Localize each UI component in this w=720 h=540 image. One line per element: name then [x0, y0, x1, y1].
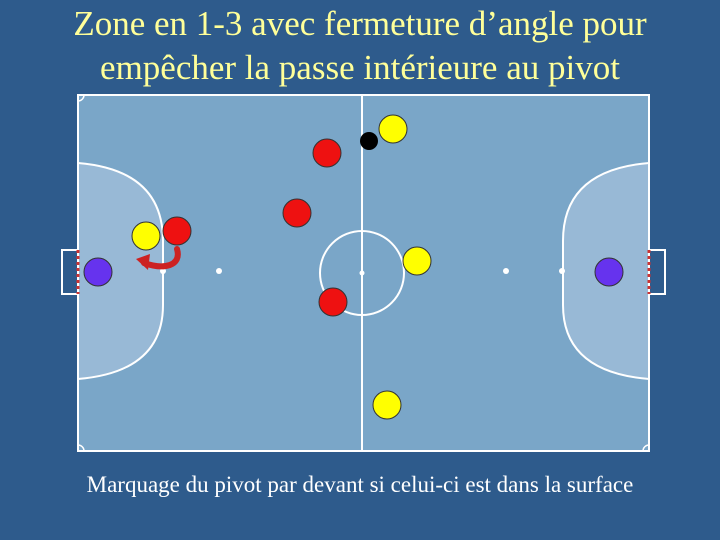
goal-left — [61, 249, 80, 295]
goalkeeper-right — [594, 257, 624, 287]
penalty-spot-left — [160, 268, 166, 274]
center-spot — [359, 270, 365, 276]
center-circle — [319, 230, 405, 316]
yellow-pivot — [131, 221, 161, 251]
goal-right — [647, 249, 666, 295]
red-player-marking-pivot — [162, 216, 192, 246]
penalty-area-left — [77, 161, 164, 381]
red-player-top — [312, 138, 342, 168]
goalkeeper-left — [83, 257, 113, 287]
title-line-1: Zone en 1-3 avec fermeture d’angle pour — [73, 4, 647, 43]
ball — [360, 132, 378, 150]
yellow-player-center-right — [402, 246, 432, 276]
movement-arrow — [136, 246, 181, 270]
corner-arc-top-left — [77, 94, 85, 102]
title-line-2: empêcher la passe intérieure au pivot — [100, 48, 620, 87]
second-penalty-spot-right — [503, 268, 509, 274]
yellow-player-bottom — [372, 390, 402, 420]
slide-title: Zone en 1-3 avec fermeture d’angle pour … — [0, 2, 720, 90]
corner-arc-bottom-left — [77, 444, 85, 452]
red-player-bottom — [318, 287, 348, 317]
red-player-left-mid — [282, 198, 312, 228]
penalty-spot-right — [559, 268, 565, 274]
yellow-player-with-ball — [378, 114, 408, 144]
corner-arc-bottom-right — [642, 444, 650, 452]
slide-caption: Marquage du pivot par devant si celui-ci… — [86, 472, 634, 497]
second-penalty-spot-left — [216, 268, 222, 274]
